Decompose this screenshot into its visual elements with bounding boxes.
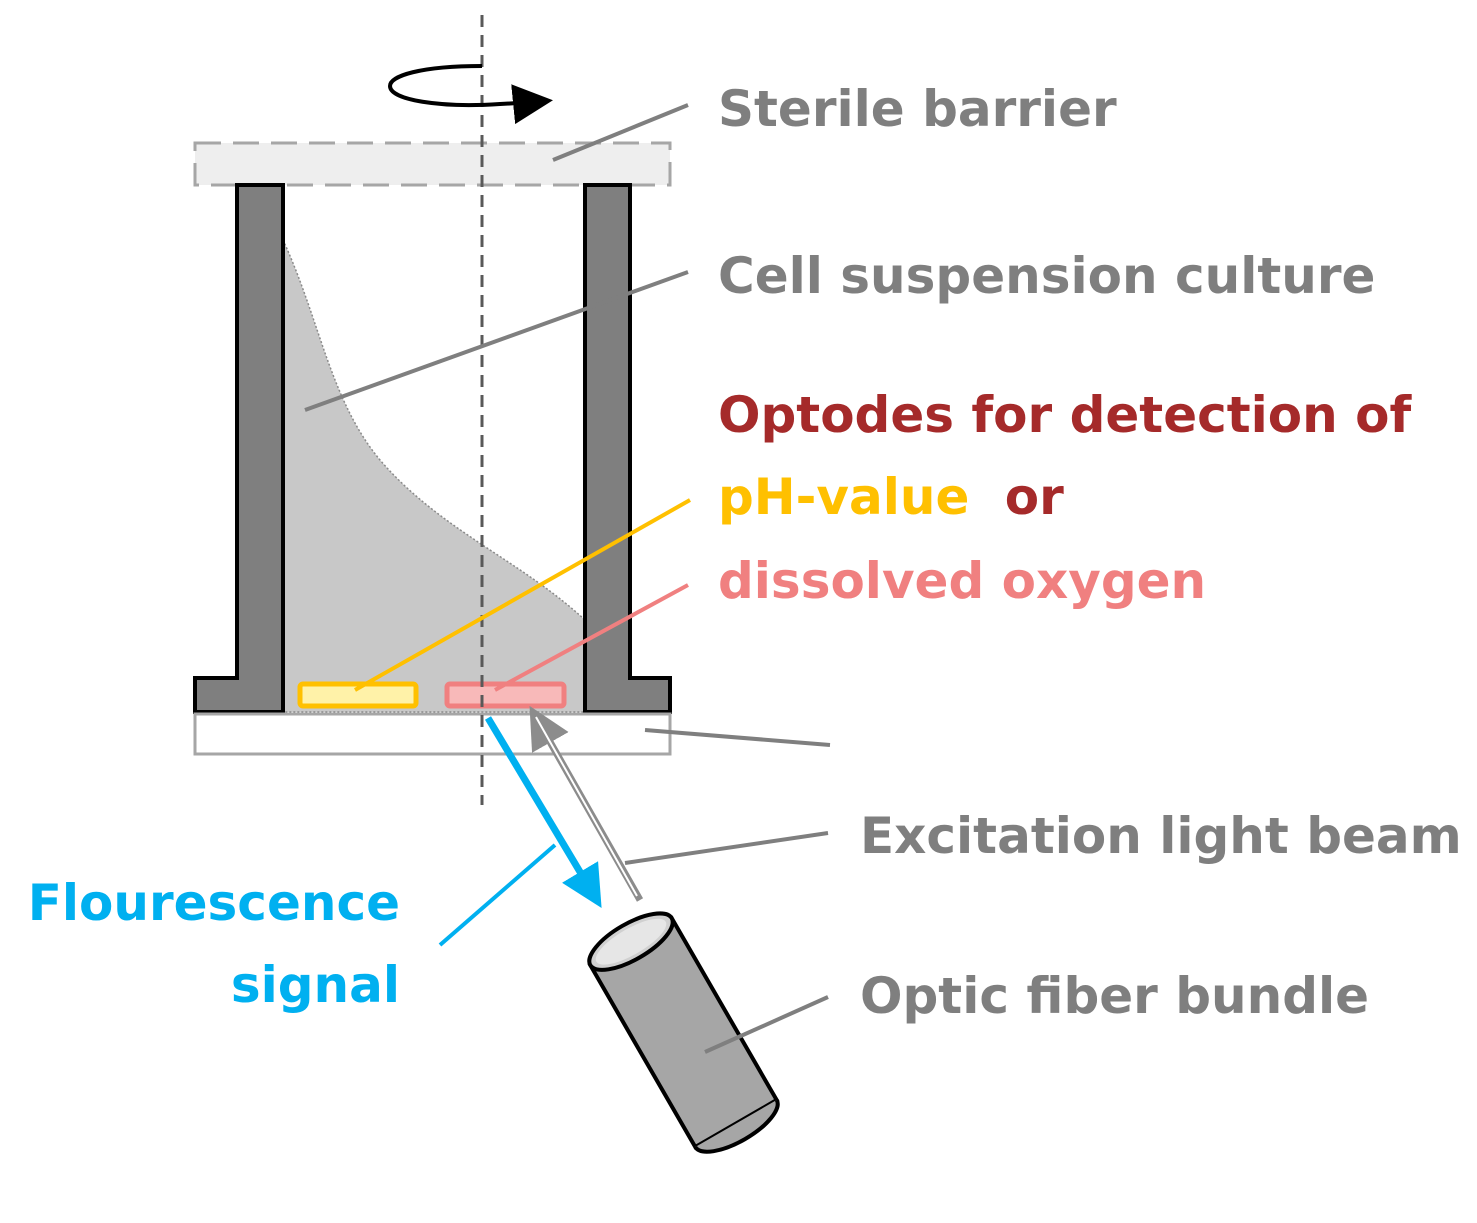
label-or: or	[1005, 468, 1064, 526]
label-optodes: Optodes for detection of	[718, 386, 1412, 444]
leader-cell-suspension	[304, 270, 689, 412]
label-fluorescence-2: signal	[231, 956, 400, 1014]
ph-optode-sensor	[297, 681, 419, 709]
label-cell-suspension: Cell suspension culture	[718, 247, 1375, 305]
leader-sterile-barrier	[552, 103, 689, 162]
label-optic-fiber: Optic fiber bundle	[860, 967, 1369, 1025]
right-vessel-wall	[583, 183, 672, 714]
fluorescence-signal-beam	[484, 716, 602, 909]
cell-suspension-culture	[282, 239, 586, 713]
leader-ph-value	[354, 498, 691, 692]
excitation-light-beam-inner	[535, 716, 638, 897]
oxygen-optode-sensor	[444, 681, 567, 709]
leader-fluorescence	[438, 843, 557, 947]
bottom-plate	[193, 712, 672, 756]
optic-fiber-bundle	[587, 911, 780, 1154]
leader-bottom-plate	[644, 728, 831, 747]
leader-dissolved-oxygen	[494, 583, 689, 692]
label-ph-value: pH-value	[718, 468, 969, 526]
label-excitation: Excitation light beam	[860, 807, 1462, 865]
label-dissolved-oxygen: dissolved oxygen	[718, 552, 1206, 610]
label-ph-or-line: pH-value or	[718, 468, 1064, 526]
leader-excitation	[624, 831, 829, 865]
leader-optic-fiber	[704, 995, 829, 1054]
left-vessel-wall	[193, 183, 285, 714]
label-fluorescence-1: Flourescence	[28, 874, 400, 932]
sterile-barrier-lid	[193, 141, 672, 187]
label-sterile-barrier: Sterile barrier	[718, 80, 1117, 138]
rotation-arrow-icon	[387, 64, 553, 125]
